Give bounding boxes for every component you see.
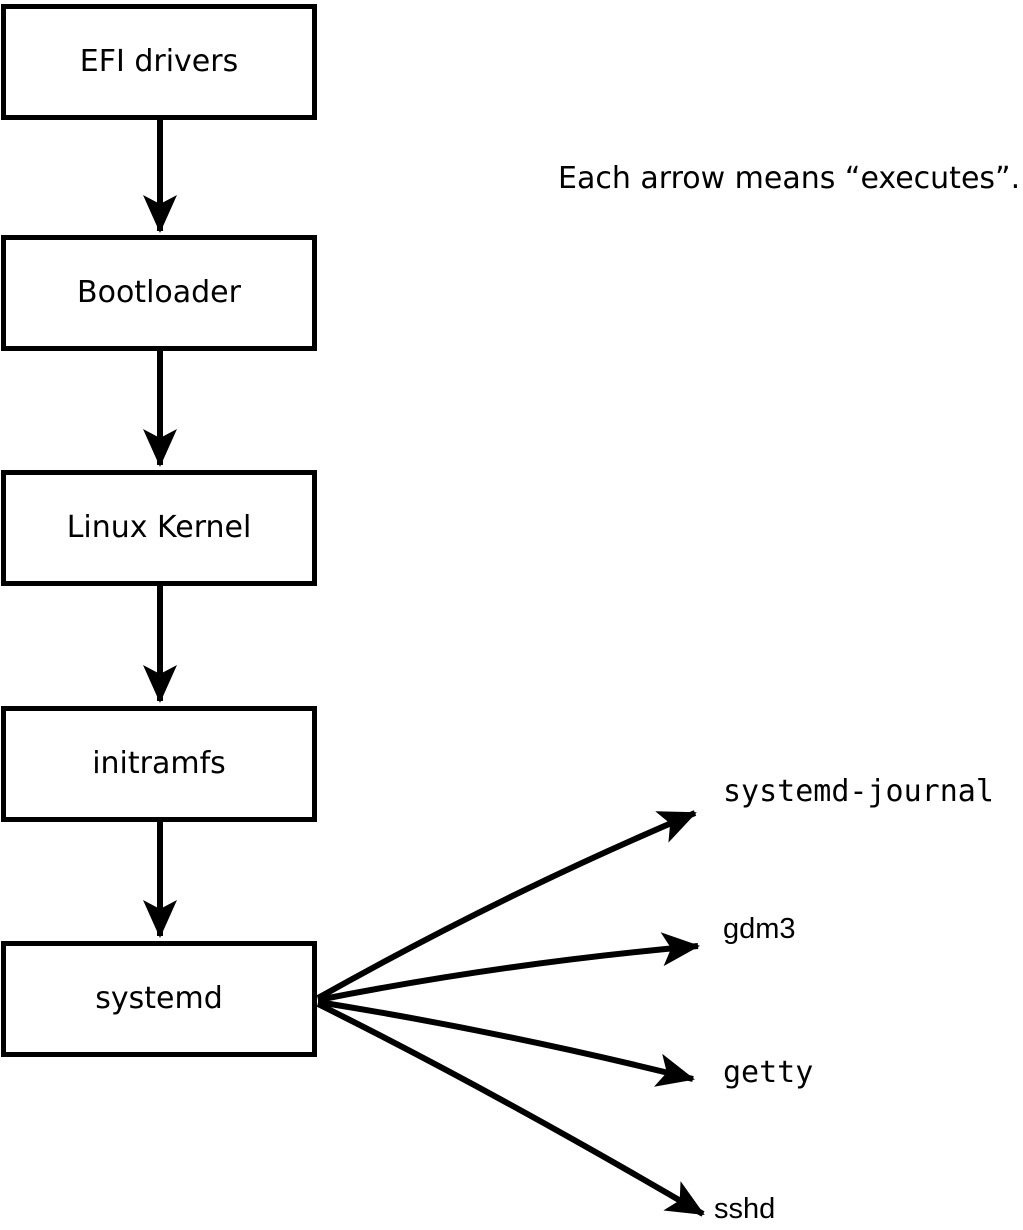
node-initramfs-label: initramfs [92, 746, 226, 781]
node-efi-drivers-label: EFI drivers [79, 44, 239, 79]
arrow-systemd-to-gdm3 [317, 932, 700, 1003]
node-linux-kernel: Linux Kernel [1, 470, 317, 586]
arrow-systemd-to-getty [317, 999, 695, 1087]
arrow-systemd-to-journal [316, 810, 697, 1001]
process-label-getty: getty [723, 1055, 814, 1090]
process-label-gdm3: gdm3 [723, 913, 796, 945]
node-bootloader-label: Bootloader [77, 275, 241, 310]
node-bootloader: Bootloader [1, 235, 317, 351]
arrow-systemd-to-sshd [316, 1001, 705, 1217]
node-systemd-label: systemd [95, 981, 223, 1016]
node-systemd: systemd [1, 941, 317, 1057]
arrow-meaning-note: Each arrow means “executes”. [558, 161, 1021, 196]
node-initramfs: initramfs [1, 706, 317, 822]
process-label-systemd-journal: systemd-journal [723, 774, 994, 809]
node-linux-kernel-label: Linux Kernel [66, 510, 252, 545]
node-efi-drivers: EFI drivers [1, 4, 317, 120]
process-label-sshd: sshd [714, 1193, 776, 1225]
